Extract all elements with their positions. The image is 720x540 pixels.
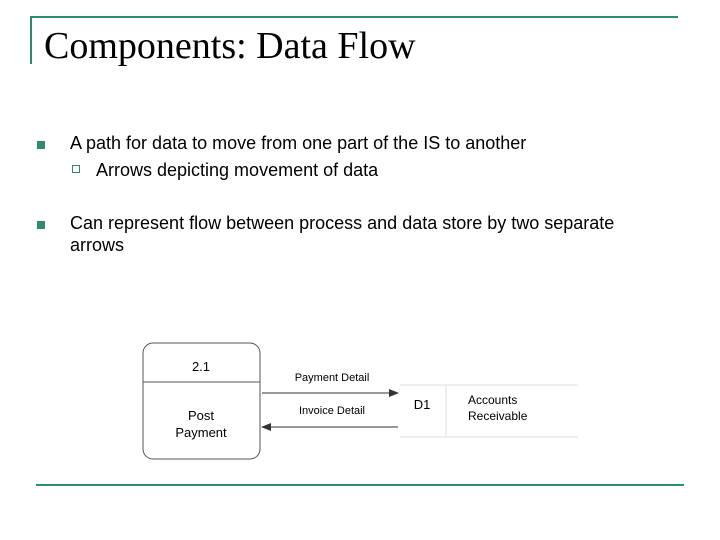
bullet-marker-1 [37, 141, 45, 149]
process-id: 2.1 [192, 359, 210, 374]
sub-bullet-text-1: Arrows depicting movement of data [96, 160, 379, 180]
slide-frame-left-rule [30, 16, 32, 64]
sub-bullet-marker-1 [72, 165, 80, 173]
bullet-marker-2 [37, 221, 45, 229]
bullet-text-2-line-1: Can represent flow between process and d… [70, 213, 615, 233]
flow-label-payment-detail: Payment Detail [295, 372, 370, 384]
process-name-line-1: Post [188, 408, 214, 423]
store-name-line-1: Accounts [468, 393, 517, 407]
process-name-line-2: Payment [175, 425, 227, 440]
bullet-text-1: A path for data to move from one part of… [70, 133, 527, 153]
slide-frame-top-rule [30, 16, 678, 18]
data-store: D1 Accounts Receivable [400, 384, 578, 438]
flow-label-invoice-detail: Invoice Detail [299, 405, 365, 417]
store-id: D1 [414, 397, 431, 412]
slide-frame-bottom-rule [36, 484, 684, 486]
flow-payment-detail: Payment Detail [262, 372, 399, 397]
slide-title: Components: Data Flow [44, 25, 416, 67]
flow-invoice-detail: Invoice Detail [261, 405, 398, 431]
bullet-text-2-line-2: arrows [70, 235, 125, 255]
store-name-line-2: Receivable [468, 409, 528, 423]
process-box: 2.1 Post Payment [142, 342, 261, 460]
